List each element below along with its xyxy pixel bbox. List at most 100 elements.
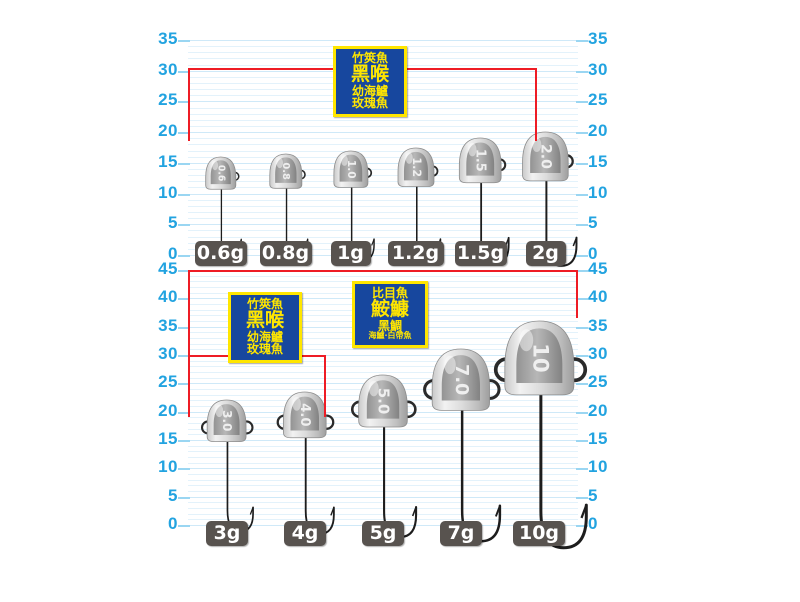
gridline-minor: [188, 212, 578, 213]
y-axis-tick-label: 40: [588, 287, 608, 307]
y-axis-tick-label: 0: [168, 244, 178, 263]
y-axis-tick-label: 35: [588, 315, 608, 335]
jig-head-weight-mark: 5.0: [375, 388, 393, 415]
weight-tag: 2g: [525, 241, 566, 266]
jig-head: 5.0: [350, 374, 418, 578]
y-axis-tick-label: 10: [588, 182, 608, 202]
species-callout-light: 竹筴魚黑喉幼海鱸玫瑰魚: [333, 46, 407, 117]
jig-head: 2.0: [520, 131, 578, 305]
y-axis-tick-mark: [178, 70, 190, 73]
y-axis-tick-label: 45: [158, 259, 178, 278]
y-axis-tick-label: 10: [588, 457, 608, 477]
gridline-minor: [188, 205, 578, 207]
callout-line: 海鱸·白帶魚: [368, 331, 412, 341]
y-axis-tick-mark: [576, 255, 588, 257]
y-axis-tick-mark: [178, 101, 190, 104]
y-axis-tick-label: 0: [588, 514, 598, 533]
gridline-minor: [188, 199, 578, 201]
callout-line: 竹筴魚: [246, 297, 283, 311]
gridline-minor: [188, 428, 578, 430]
callout-line: 竹筴魚: [351, 51, 388, 65]
y-axis-tick-label: 40: [158, 287, 178, 307]
gridline-minor: [188, 451, 578, 453]
jig-head-weight-mark: 0.6: [215, 165, 226, 181]
y-axis-tick-mark: [178, 440, 190, 442]
weight-tag: 1.2g: [387, 241, 444, 266]
y-axis-tick-mark: [576, 411, 588, 414]
y-axis-tick-mark: [576, 383, 588, 386]
jig-head-weight-mark: 1.0: [344, 159, 356, 178]
gridline-minor: [188, 187, 578, 189]
weight-tag: 3g: [206, 521, 248, 546]
callout-line: 玫瑰魚: [351, 96, 388, 111]
y-axis-tick-label: 10: [158, 182, 178, 202]
y-axis-tick-mark: [178, 383, 190, 386]
y-axis-tick-label: 30: [158, 344, 178, 363]
gridline-minor: [188, 242, 578, 244]
gridline-major: [188, 193, 578, 195]
y-axis-tick-mark: [576, 70, 588, 73]
y-axis-tick-mark: [178, 162, 190, 165]
y-axis-tick-label: 10: [158, 457, 178, 477]
gridline-minor: [188, 119, 578, 121]
jig-head: 10: [493, 320, 588, 602]
gridline-minor: [188, 248, 578, 250]
gridline-minor: [188, 349, 578, 351]
y-axis-tick-label: 35: [158, 315, 178, 335]
gridline-major: [188, 440, 578, 441]
y-axis-tick-label: 0: [168, 514, 178, 533]
callout-line: 黑喉: [245, 308, 284, 331]
y-axis-tick-label: 15: [158, 151, 178, 171]
gridline-minor: [188, 462, 578, 464]
y-axis-tick-mark: [576, 132, 588, 135]
jig-head-weight-mark: 0.8: [279, 162, 290, 180]
callout-line: 比目魚: [371, 286, 408, 300]
y-axis-tick-mark: [576, 355, 588, 357]
gridline-minor: [188, 275, 578, 277]
callout-line: 黑鯛: [377, 318, 402, 333]
gridline-minor: [188, 126, 578, 127]
y-axis-tick-mark: [576, 525, 588, 527]
gridline-minor: [188, 502, 578, 504]
y-axis-tick-mark: [178, 132, 190, 135]
gridline-minor: [188, 175, 578, 177]
weight-tag: 0.6g: [194, 241, 247, 266]
weight-tag: 5g: [362, 521, 404, 546]
y-axis-tick-label: 20: [158, 400, 178, 420]
y-axis-tick-mark: [576, 468, 588, 471]
y-axis-tick-label: 15: [588, 151, 608, 171]
y-axis-tick-mark: [576, 162, 588, 165]
gridline-minor: [188, 150, 578, 152]
gridline-minor: [188, 156, 578, 158]
y-axis-tick-label: 35: [158, 29, 178, 48]
y-axis-tick-label: 20: [158, 121, 178, 141]
gridline-minor: [188, 372, 578, 373]
gridline-major: [188, 224, 578, 226]
jig-head-weight-mark: 1.5: [473, 149, 488, 172]
gridline-minor: [188, 144, 578, 146]
species-callout-mid: 竹筴魚黑喉幼海鱸玫瑰魚: [228, 292, 302, 363]
gridline-minor: [188, 366, 578, 368]
callout-line: 鮟鱇: [370, 297, 409, 320]
weight-tag: 10g: [513, 521, 565, 546]
gridline-minor: [188, 485, 578, 487]
gridline-minor: [188, 181, 578, 183]
gridline-major: [188, 255, 578, 256]
y-axis-tick-mark: [178, 411, 190, 414]
y-axis-tick-mark: [576, 270, 588, 272]
y-axis-tick-mark: [576, 496, 588, 499]
gridline-major: [188, 40, 578, 41]
jig-head-weight-mark: 1.2: [409, 157, 422, 177]
species-callout-heavy: 比目魚鮟鱇黑鯛海鱸·白帶魚: [352, 281, 428, 348]
y-axis-tick-label: 20: [588, 121, 608, 141]
gridline-minor: [188, 508, 578, 509]
y-axis-tick-mark: [178, 496, 190, 499]
y-axis-tick-label: 25: [588, 90, 608, 110]
y-axis-tick-mark: [178, 255, 190, 257]
y-axis-tick-label: 30: [158, 59, 178, 79]
gridline-major: [188, 132, 578, 134]
y-axis-tick-mark: [178, 468, 190, 471]
gridline-minor: [188, 491, 578, 492]
